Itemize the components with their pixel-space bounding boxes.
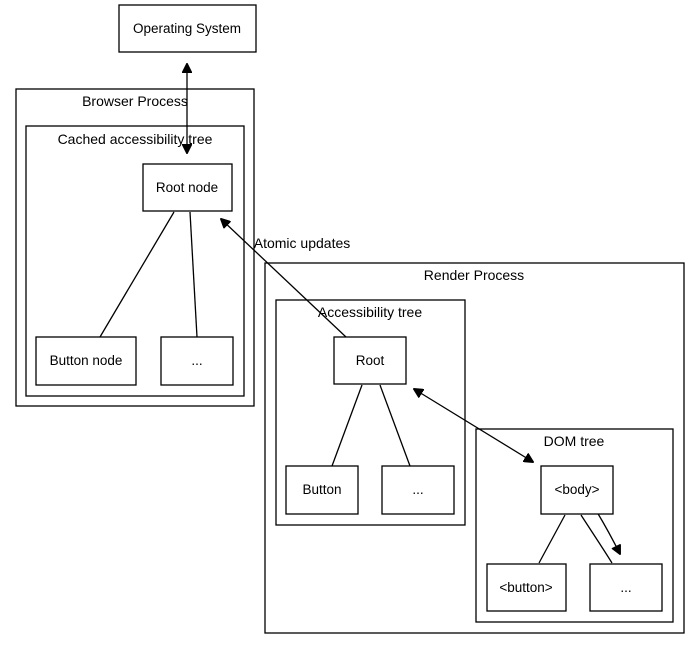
node-button-element[interactable]: <button> xyxy=(486,563,567,612)
cached-accessibility-tree-label: Cached accessibility tree xyxy=(58,131,213,147)
edges: Atomic updates xyxy=(99,64,620,564)
button-label: Button xyxy=(302,482,341,497)
button-element-label: <button> xyxy=(499,580,552,595)
cached-accessibility-tree-cluster: Cached accessibility tree xyxy=(25,125,245,397)
root-node-label: Root node xyxy=(156,180,218,195)
edge-rootnode-buttonnode xyxy=(99,211,175,338)
browser-process-label: Browser Process xyxy=(82,93,188,109)
edge-root-rootnode xyxy=(221,219,347,338)
accessibility-tree-label: Accessibility tree xyxy=(318,304,422,320)
operating-system-label: Operating System xyxy=(133,21,241,36)
root-label: Root xyxy=(356,353,385,368)
render-process-cluster: Render Process xyxy=(264,262,685,634)
browser-process-cluster: Browser Process xyxy=(15,88,255,407)
cached-ellipsis-label: ... xyxy=(191,353,202,368)
button-node-label: Button node xyxy=(50,353,123,368)
node-root[interactable]: Root xyxy=(333,336,407,385)
body-label: <body> xyxy=(554,482,599,497)
edge-body-button xyxy=(538,514,566,564)
edge-root-body xyxy=(414,389,533,462)
edge-body-ellipsis-1 xyxy=(580,514,613,564)
atomic-updates-label: Atomic updates xyxy=(254,235,351,251)
dom-tree-label: DOM tree xyxy=(544,433,605,449)
dom-ellipsis-label: ... xyxy=(620,580,631,595)
node-operating-system[interactable]: Operating System xyxy=(118,4,257,53)
edge-root-button xyxy=(331,384,363,467)
edge-body-ellipsis-2 xyxy=(596,511,620,554)
node-button[interactable]: Button xyxy=(285,465,359,515)
edge-rootnode-ellipsis xyxy=(189,211,198,338)
node-button-node[interactable]: Button node xyxy=(35,336,137,386)
node-dom-ellipsis[interactable]: ... xyxy=(589,563,663,612)
node-ax-ellipsis[interactable]: ... xyxy=(381,465,455,515)
node-root-node[interactable]: Root node xyxy=(142,163,233,212)
render-process-label: Render Process xyxy=(424,267,524,283)
edge-root-ellipsis xyxy=(379,384,411,467)
node-cached-ellipsis[interactable]: ... xyxy=(160,336,234,386)
ax-ellipsis-label: ... xyxy=(412,482,423,497)
dom-tree-cluster: DOM tree xyxy=(475,428,674,623)
node-body[interactable]: <body> xyxy=(540,465,614,515)
